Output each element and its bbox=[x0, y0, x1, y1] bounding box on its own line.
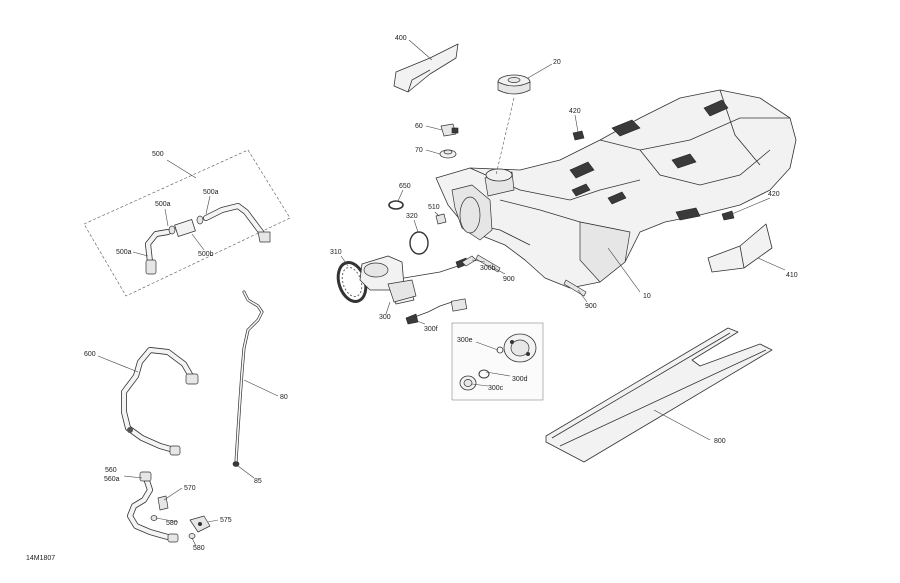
callout-label: 300e bbox=[457, 337, 473, 344]
fastener-580-b bbox=[188, 533, 196, 539]
callout-label: 800 bbox=[714, 438, 726, 445]
callout-label: 410 bbox=[786, 272, 798, 279]
callout-label: 420 bbox=[569, 108, 581, 115]
leader-lines bbox=[97, 39, 786, 547]
callout-label: 500 bbox=[152, 151, 164, 158]
nut-510 bbox=[435, 213, 447, 225]
side-panel bbox=[707, 223, 773, 273]
callout-label: 560a bbox=[104, 476, 120, 483]
callout-label: 580 bbox=[193, 545, 205, 552]
clip-420-top bbox=[572, 130, 585, 141]
pump-detail-inset bbox=[451, 322, 544, 401]
callout-label: 560 bbox=[105, 467, 117, 474]
seal-320 bbox=[409, 231, 429, 255]
callout-label: 85 bbox=[254, 478, 262, 485]
sensor-300b bbox=[461, 255, 477, 267]
callout-label: 300 bbox=[379, 314, 391, 321]
clamp-650 bbox=[388, 200, 404, 210]
reference-code: 14M1807 bbox=[26, 555, 55, 562]
skid-pad bbox=[545, 327, 773, 463]
callout-label: 500a bbox=[116, 249, 132, 256]
callout-label: 900 bbox=[503, 276, 515, 283]
hose-560 bbox=[127, 471, 179, 543]
callout-label: 80 bbox=[280, 394, 288, 401]
callout-label: 10 bbox=[643, 293, 651, 300]
pipe-900-b bbox=[563, 279, 587, 297]
callout-label: 580 bbox=[166, 520, 178, 527]
callout-label: 900 bbox=[585, 303, 597, 310]
callout-label: 500b bbox=[198, 251, 214, 258]
pipe-900-a bbox=[475, 254, 501, 273]
callout-label: 600 bbox=[84, 351, 96, 358]
callout-label: 570 bbox=[184, 485, 196, 492]
fuel-cap bbox=[497, 74, 531, 95]
leader-cap bbox=[495, 97, 515, 176]
callout-label: 500a bbox=[203, 189, 219, 196]
callout-label: 575 bbox=[220, 517, 232, 524]
callout-label: 60 bbox=[415, 123, 423, 130]
callout-label: 400 bbox=[395, 35, 407, 42]
fuel-pump bbox=[359, 255, 469, 305]
hose-500 bbox=[145, 203, 271, 275]
hose-600 bbox=[121, 347, 199, 456]
callout-label: 650 bbox=[399, 183, 411, 190]
clip-420-right bbox=[721, 210, 735, 221]
callout-label: 300c bbox=[488, 385, 504, 392]
callout-label: 300f bbox=[424, 326, 438, 333]
callout-label: 300d bbox=[512, 376, 528, 383]
bracket-570 bbox=[157, 495, 169, 511]
wire-300f bbox=[405, 298, 468, 325]
callout-label: 510 bbox=[428, 204, 440, 211]
sensor-60 bbox=[440, 123, 459, 137]
callout-label: 320 bbox=[406, 213, 418, 220]
callout-label: 300b bbox=[480, 265, 496, 272]
clip-575 bbox=[189, 515, 211, 533]
callout-label: 20 bbox=[553, 59, 561, 66]
callout-label: 70 bbox=[415, 147, 423, 154]
breather-line-80 bbox=[232, 290, 264, 467]
callout-labels: 400 20 420 60 70 650 510 320 310 300b 90… bbox=[84, 35, 798, 552]
callout-label: 310 bbox=[330, 249, 342, 256]
grommet-70 bbox=[439, 149, 457, 159]
fuel-tank bbox=[435, 89, 797, 289]
callout-label: 500a bbox=[155, 201, 171, 208]
heat-shield-top bbox=[393, 43, 459, 93]
callout-label: 420 bbox=[768, 191, 780, 198]
